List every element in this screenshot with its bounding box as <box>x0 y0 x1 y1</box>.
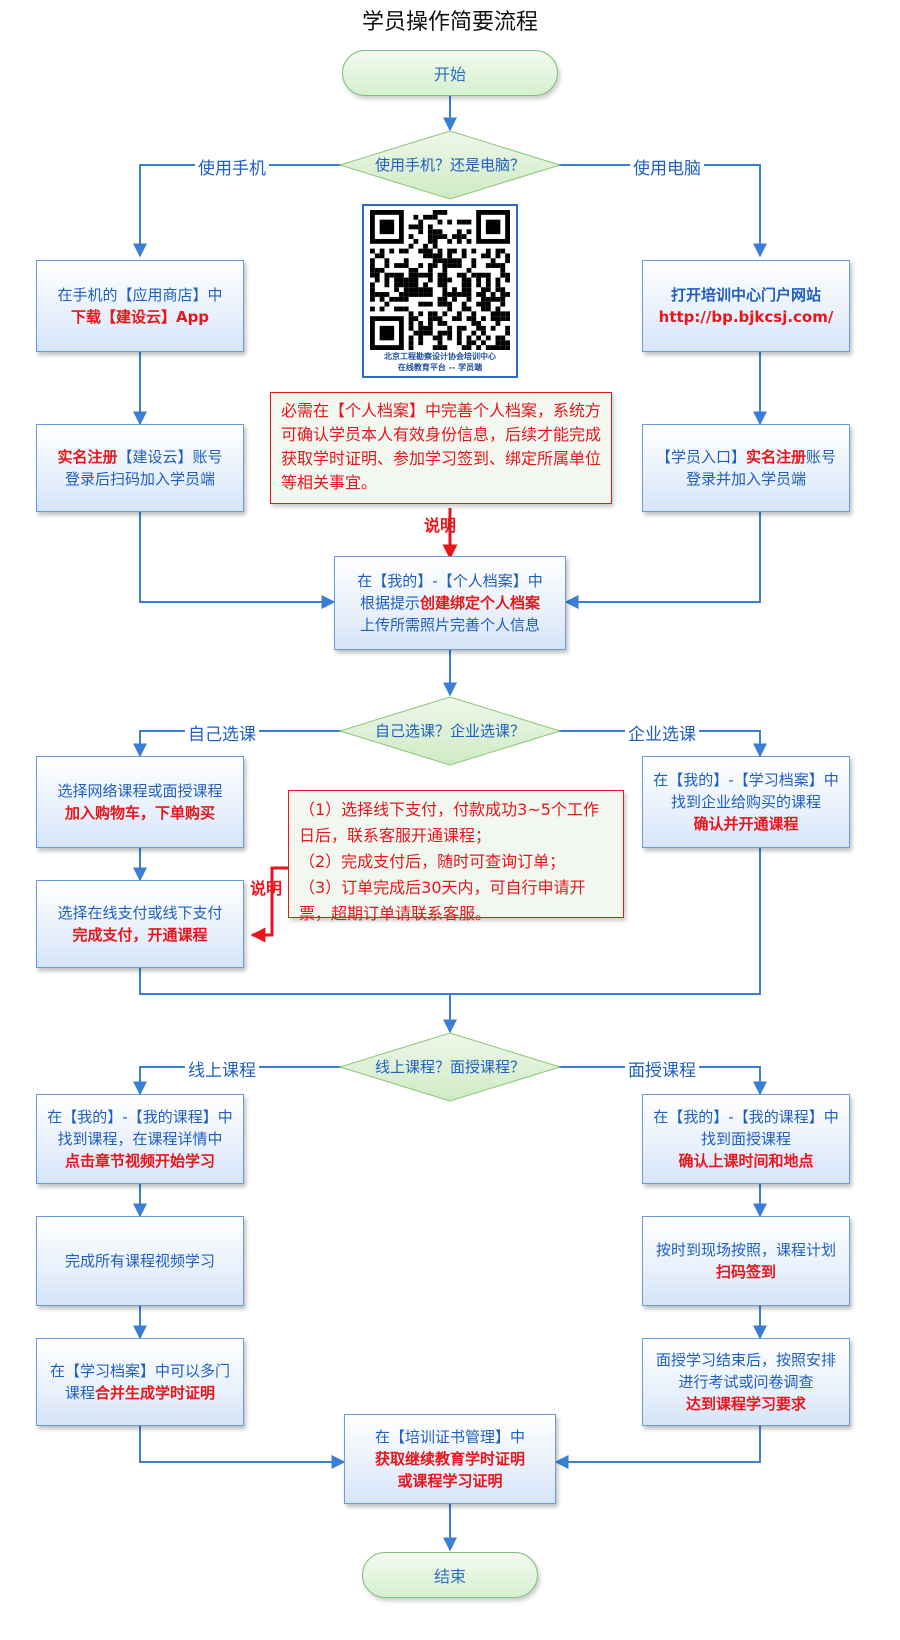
online1-line2: 找到课程，在课程详情中 <box>57 1130 223 1148</box>
note1-shuoming-label: 说明 <box>424 516 457 535</box>
pc-open-portal-step: 打开培训中心门户网站 http://bp.bjkcsj.com/ <box>642 260 850 352</box>
pc-register-step: 【学员入口】实名注册账号 登录并加入学员端 <box>642 424 850 512</box>
corp-line1: 在【我的】-【学习档案】中 <box>653 771 839 789</box>
f2f1-line2: 找到面授课程 <box>700 1130 791 1148</box>
cert-line2: 获取继续教育学时证明 <box>374 1450 525 1468</box>
phone-register-step: 实名注册【建设云】账号 登录后扫码加入学员端 <box>36 424 244 512</box>
note-payment-info: （1）选择线下支付，付款成功3~5个工作日后，联系客服开通课程； （2）完成支付… <box>288 790 624 923</box>
note2-shuoming-label: 说明 <box>250 879 283 898</box>
branch-corp-label: 企业选课 <box>625 720 699 745</box>
f2f1-line1: 在【我的】-【我的课程】中 <box>653 1108 839 1126</box>
online1-line3: 点击章节视频开始学习 <box>64 1152 215 1170</box>
profile-line2-blue: 根据提示 <box>359 594 420 612</box>
note2-item3: （3）订单完成后30天内，可自行申请开票，超期订单请联系客服。 <box>299 878 586 923</box>
connector-decision1-pc <box>558 164 767 258</box>
decision3-label: 线上课程？面授课程？ <box>374 1058 525 1076</box>
profile-line3: 上传所需照片完善个人信息 <box>359 616 540 634</box>
pc-portal-url[interactable]: http://bp.bjkcsj.com/ <box>658 308 834 326</box>
note-profile-requirement: 必需在【个人档案】中完善个人档案，系统方可确认学员本人有效身份信息，后续才能完成… <box>270 392 612 504</box>
qr-caption-line1: 北京工程勘察设计协会培训中心 <box>384 352 496 361</box>
phone-step2-line1: 实名注册【建设云】账号 <box>57 446 222 468</box>
certificate-step: 在【培训证书管理】中 获取继续教育学时证明 或课程学习证明 <box>344 1414 556 1504</box>
f2f-course-step: 在【我的】-【我的课程】中 找到面授课程 确认上课时间和地点 <box>642 1094 850 1184</box>
qr-code-panel: 北京工程勘察设计协会培训中心 在线教育平台 -- 学员端 <box>362 204 518 378</box>
connector-f2f3-cert <box>554 1426 761 1469</box>
start-terminal: 开始 <box>342 50 558 96</box>
qr-caption: 北京工程勘察设计协会培训中心 在线教育平台 -- 学员端 <box>364 351 516 373</box>
phone-step1-line2: 下载【建设云】App <box>70 308 210 326</box>
pc-step2-blue2: 账号 <box>806 448 837 466</box>
cert-line1: 在【培训证书管理】中 <box>374 1428 525 1446</box>
connector-pc2-profile <box>564 512 761 609</box>
self-select-step: 选择网络课程或面授课程 加入购物车，下单购买 <box>36 756 244 848</box>
online-complete-step: 完成所有课程视频学习 <box>36 1216 244 1306</box>
f2f-exam-step: 面授学习结束后，按照安排 进行考试或问卷调查 达到课程学习要求 <box>642 1338 850 1426</box>
decision3-diamond <box>338 1032 562 1102</box>
branch-f2f-label: 面授课程 <box>625 1056 699 1081</box>
connector-decision3-online <box>133 1066 342 1096</box>
f2f2-line2: 扫码签到 <box>715 1263 776 1281</box>
profile-step: 在【我的】-【个人档案】中 根据提示创建绑定个人档案 上传所需照片完善个人信息 <box>334 556 566 650</box>
connector-online3-cert <box>139 1426 346 1469</box>
profile-line2-red: 创建绑定个人档案 <box>420 594 541 612</box>
branch-self-label: 自己选课 <box>185 720 259 745</box>
online3-line2-red: 合并生成学时证明 <box>95 1384 216 1402</box>
self1-line2: 加入购物车，下单购买 <box>64 804 215 822</box>
phone-step2-blue: 【建设云】账号 <box>117 448 223 466</box>
f2f2-line1: 按时到现场按照，课程计划 <box>655 1241 836 1259</box>
connector-note2-self2 <box>250 866 300 943</box>
corp-line2: 找到企业给购买的课程 <box>670 793 821 811</box>
decision2-diamond <box>338 696 562 766</box>
qr-code-icon <box>370 210 510 350</box>
profile-line2: 根据提示创建绑定个人档案 <box>360 592 540 614</box>
online2-line1: 完成所有课程视频学习 <box>64 1252 215 1270</box>
corp-select-step: 在【我的】-【学习档案】中 找到企业给购买的课程 确认并开通课程 <box>642 756 850 848</box>
online3-line1: 在【学习档案】中可以多门 <box>49 1362 230 1380</box>
branch-online-label: 线上课程 <box>185 1056 259 1081</box>
pc-step1-line1: 打开培训中心门户网站 <box>670 286 821 304</box>
connector-phone2-profile <box>139 512 336 609</box>
page-title: 学员操作简要流程 <box>361 10 538 35</box>
note2-item1: （1）选择线下支付，付款成功3~5个工作日后，联系客服开通课程； <box>299 800 599 845</box>
note2-item2: （2）完成支付后，随时可查询订单； <box>299 852 566 871</box>
pc-step2-red: 实名注册 <box>745 448 806 466</box>
decision1-diamond <box>338 130 562 200</box>
phone-step2-line2: 登录后扫码加入学员端 <box>64 470 215 488</box>
f2f3-line2: 进行考试或问卷调查 <box>678 1373 814 1391</box>
f2f3-line1: 面授学习结束后，按照安排 <box>655 1351 836 1369</box>
qr-caption-line2: 在线教育平台 -- 学员端 <box>397 363 483 372</box>
phone-step2-red: 实名注册 <box>57 448 118 466</box>
f2f-signin-step: 按时到现场按照，课程计划 扫码签到 <box>642 1216 850 1306</box>
pc-step2-blue: 【学员入口】 <box>655 448 746 466</box>
online-certificate-step: 在【学习档案】中可以多门 课程合并生成学时证明 <box>36 1338 244 1426</box>
cert-line3: 或课程学习证明 <box>397 1472 503 1490</box>
connector-decision2-self <box>133 730 342 758</box>
online1-line1: 在【我的】-【我的课程】中 <box>47 1108 233 1126</box>
online3-line2-blue: 课程 <box>64 1384 95 1402</box>
pc-step2-line1: 【学员入口】实名注册账号 <box>656 446 836 468</box>
profile-line1: 在【我的】-【个人档案】中 <box>357 572 543 590</box>
self2-line2: 完成支付，开通课程 <box>72 926 208 944</box>
f2f3-line3: 达到课程学习要求 <box>685 1395 806 1413</box>
branch-phone-label: 使用手机 <box>195 154 269 179</box>
end-terminal: 结束 <box>362 1552 538 1598</box>
self-pay-step: 选择在线支付或线下支付 完成支付，开通课程 <box>36 880 244 968</box>
corp-line3: 确认并开通课程 <box>693 815 799 833</box>
f2f1-line3: 确认上课时间和地点 <box>678 1152 814 1170</box>
self2-line1: 选择在线支付或线下支付 <box>57 904 223 922</box>
decision2-label: 自己选课？企业选课？ <box>374 722 525 740</box>
connector-decision1-phone <box>133 164 342 258</box>
phone-download-step: 在手机的【应用商店】中 下载【建设云】App <box>36 260 244 352</box>
branch-pc-label: 使用电脑 <box>630 154 704 179</box>
online-course-step: 在【我的】-【我的课程】中 找到课程，在课程详情中 点击章节视频开始学习 <box>36 1094 244 1184</box>
online3-line2: 课程合并生成学时证明 <box>65 1382 215 1404</box>
pc-step2-line2: 登录并加入学员端 <box>685 470 806 488</box>
self1-line1: 选择网络课程或面授课程 <box>57 782 223 800</box>
phone-step1-line1: 在手机的【应用商店】中 <box>57 286 223 304</box>
decision1-label: 使用手机？还是电脑？ <box>374 156 525 174</box>
